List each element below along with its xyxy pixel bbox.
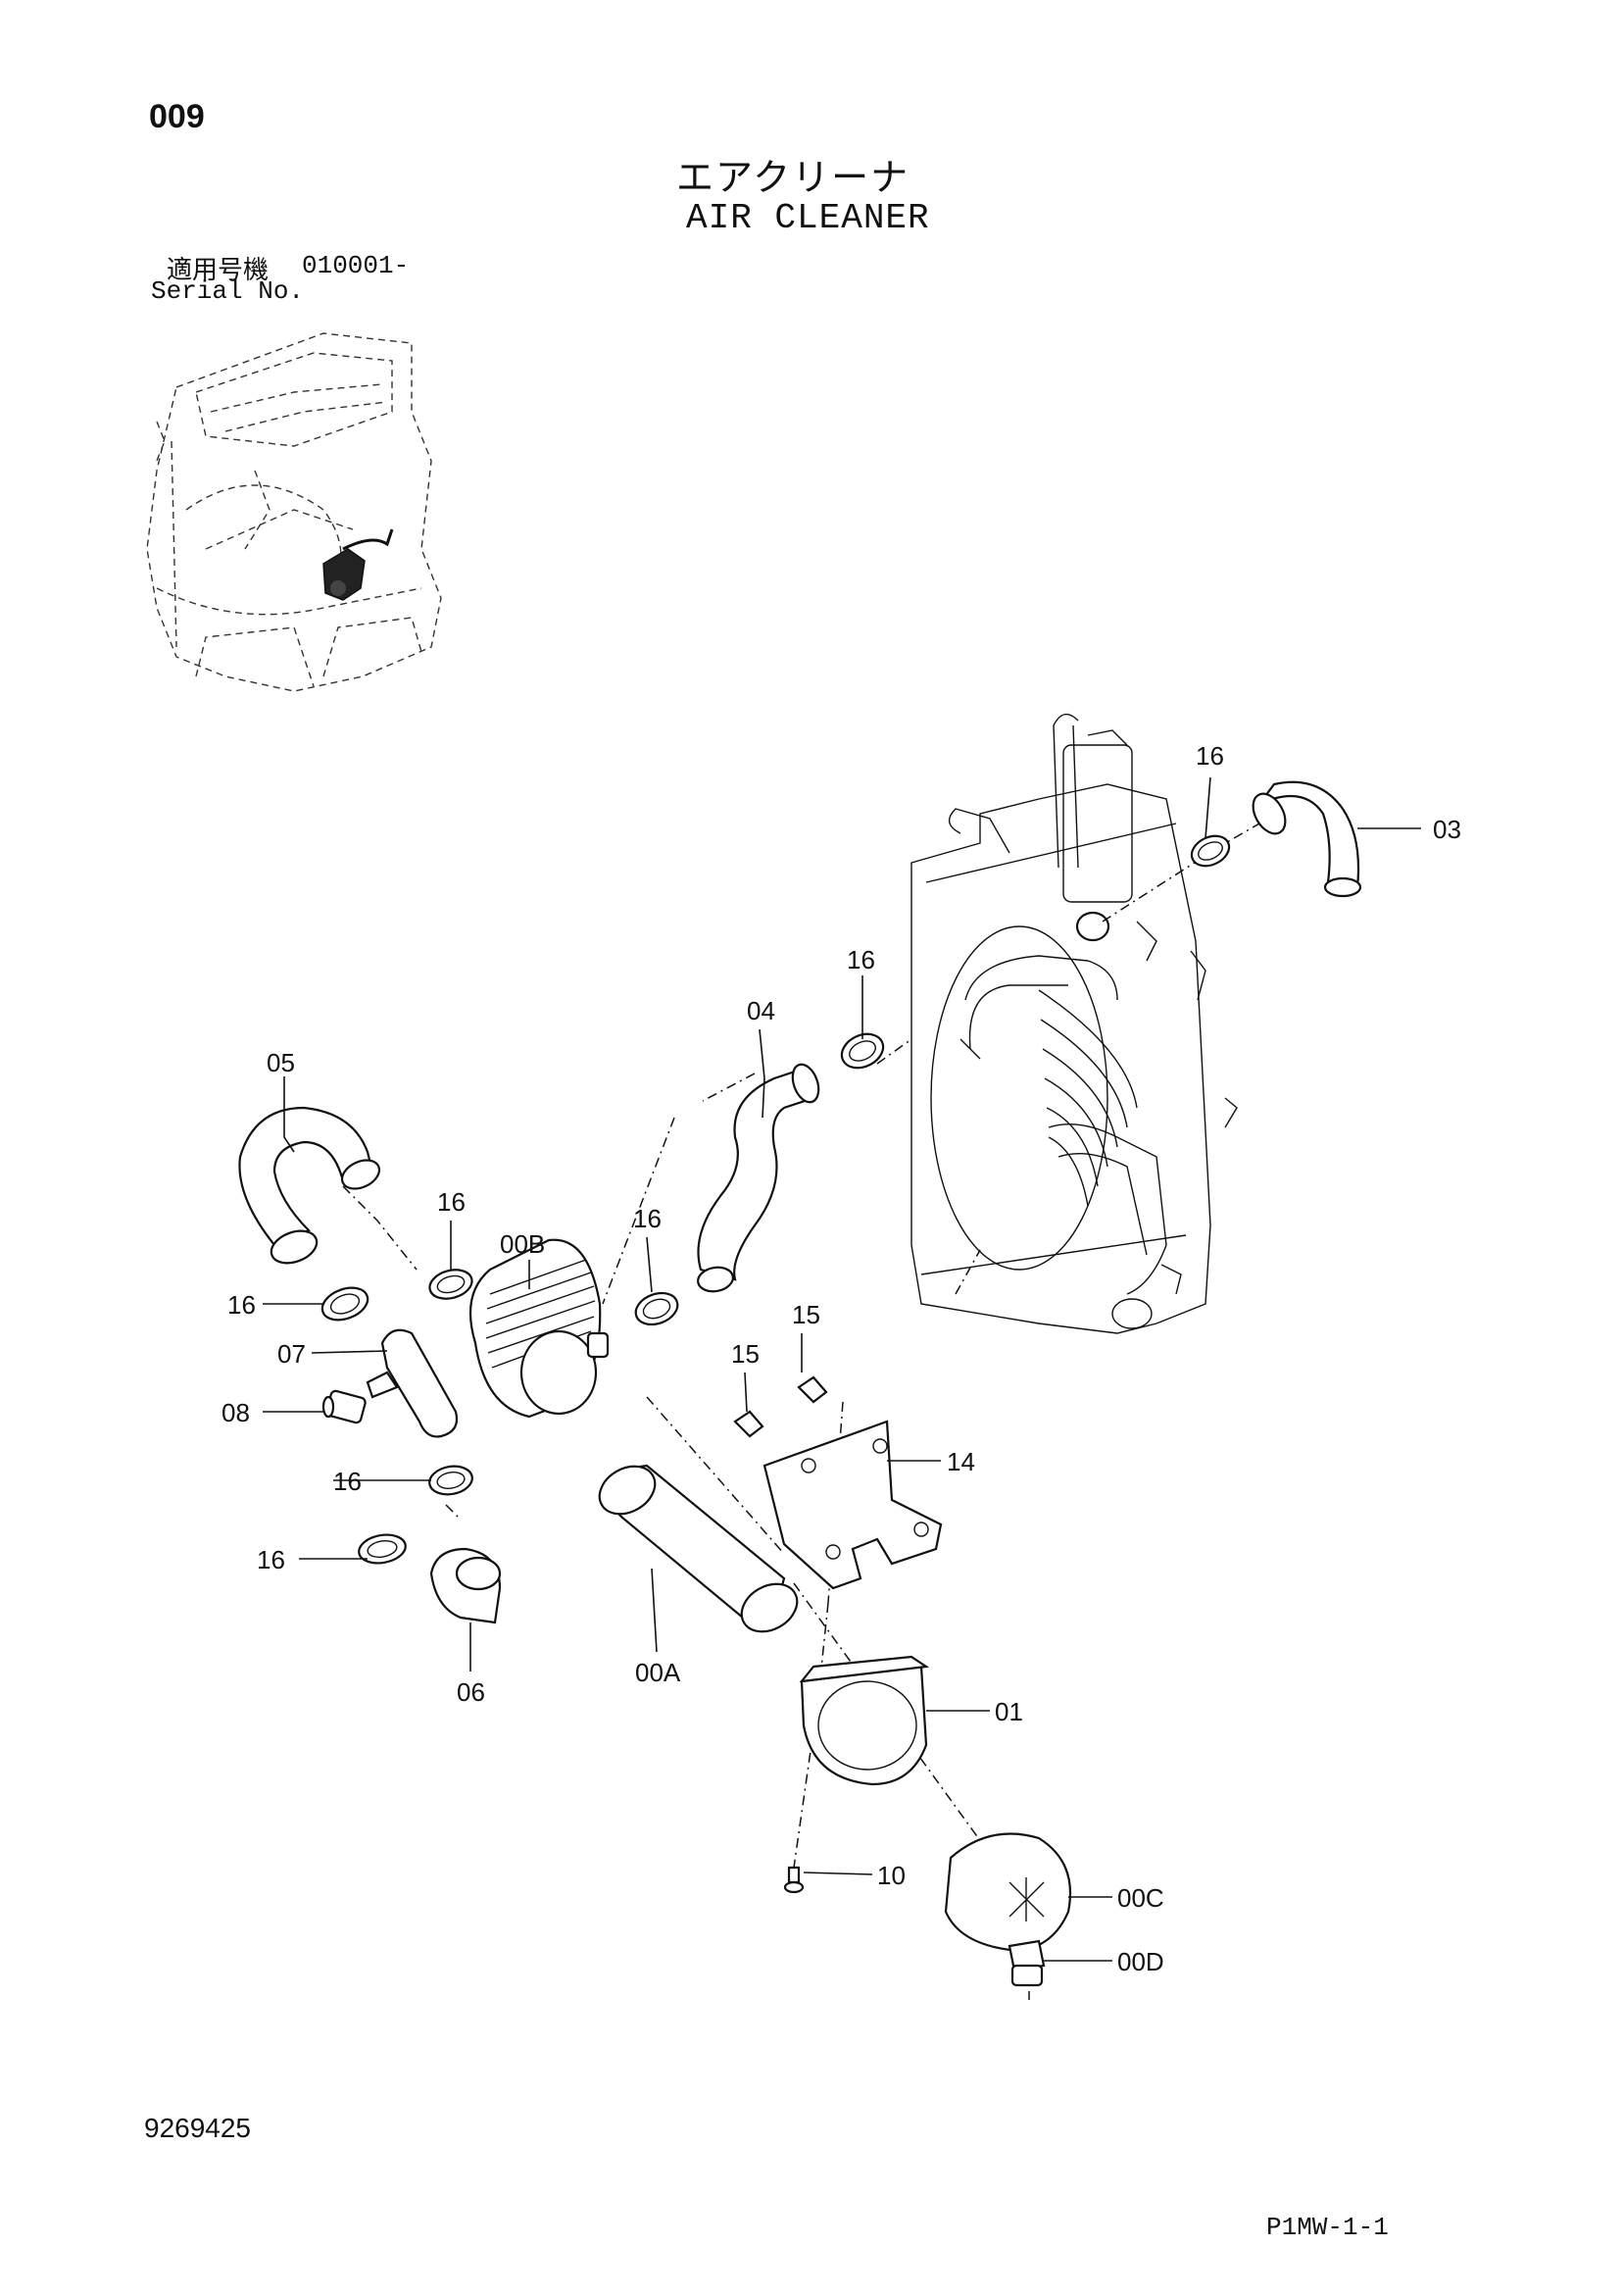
- sheet-reference: P1MW-1-1: [1266, 2213, 1389, 2242]
- callout-04: 04: [747, 996, 775, 1025]
- part-00C-dust-cup: [944, 1832, 1072, 1953]
- callout-05: 05: [267, 1048, 295, 1077]
- callout-00C: 00C: [1117, 1883, 1164, 1913]
- callout-16: 16: [257, 1545, 285, 1574]
- callout-16: 16: [227, 1290, 256, 1320]
- part-05-u-hose: [238, 1106, 381, 1265]
- radiator-assembly: [910, 713, 1238, 1334]
- callout-15: 15: [731, 1339, 760, 1369]
- part-15-bolts: [733, 1375, 828, 1438]
- callout-16: 16: [1196, 741, 1224, 771]
- callout-00B: 00B: [500, 1229, 545, 1259]
- title-japanese: エアクリーナ: [676, 156, 910, 199]
- part-06-elbow: [429, 1547, 502, 1624]
- part-00B-air-cleaner-housing: [468, 1238, 610, 1419]
- part-00D-evacuator-valve: [1008, 1939, 1046, 1987]
- callout-16: 16: [847, 945, 875, 974]
- part-10-bolt: [783, 1866, 805, 1894]
- title-english: AIR CLEANER: [686, 198, 930, 238]
- callout-labels: 03 16 16 04 05 16 00B 16 16 07 08 15 15 …: [221, 741, 1461, 1976]
- callout-00D: 00D: [1117, 1947, 1164, 1976]
- callout-15: 15: [792, 1300, 820, 1329]
- serial-label-english: Serial No.: [151, 276, 305, 306]
- callout-16: 16: [437, 1187, 466, 1217]
- callout-leader-lines: [263, 776, 1421, 1962]
- document-number: 9269425: [144, 2113, 252, 2143]
- callout-03: 03: [1433, 815, 1461, 844]
- callout-08: 08: [221, 1398, 250, 1427]
- callout-14: 14: [947, 1447, 975, 1476]
- callout-07: 07: [277, 1339, 306, 1369]
- serial-label-japanese: 適用号機: [167, 256, 270, 285]
- callout-16: 16: [633, 1204, 662, 1233]
- callout-06: 06: [457, 1677, 485, 1707]
- part-16-hose-clamps: [320, 834, 1231, 1565]
- callout-01: 01: [995, 1697, 1023, 1726]
- callout-10: 10: [877, 1861, 906, 1890]
- part-00A-filter-element: [598, 1464, 799, 1633]
- machine-overview-thumbnail: [146, 332, 442, 692]
- part-04-s-hose: [697, 1063, 820, 1293]
- callout-00A: 00A: [635, 1658, 681, 1687]
- part-03-elbow-hose: [1252, 780, 1362, 898]
- page-code: 009: [149, 98, 205, 135]
- serial-range: 010001-: [302, 251, 410, 280]
- callout-16: 16: [333, 1467, 362, 1496]
- part-07-tee-hose: [366, 1328, 459, 1438]
- part-14-bracket: [762, 1420, 943, 1590]
- part-08-plug: [321, 1389, 367, 1424]
- assembly-centerlines: [342, 823, 1260, 2000]
- part-01-mounting-band: [799, 1655, 930, 1786]
